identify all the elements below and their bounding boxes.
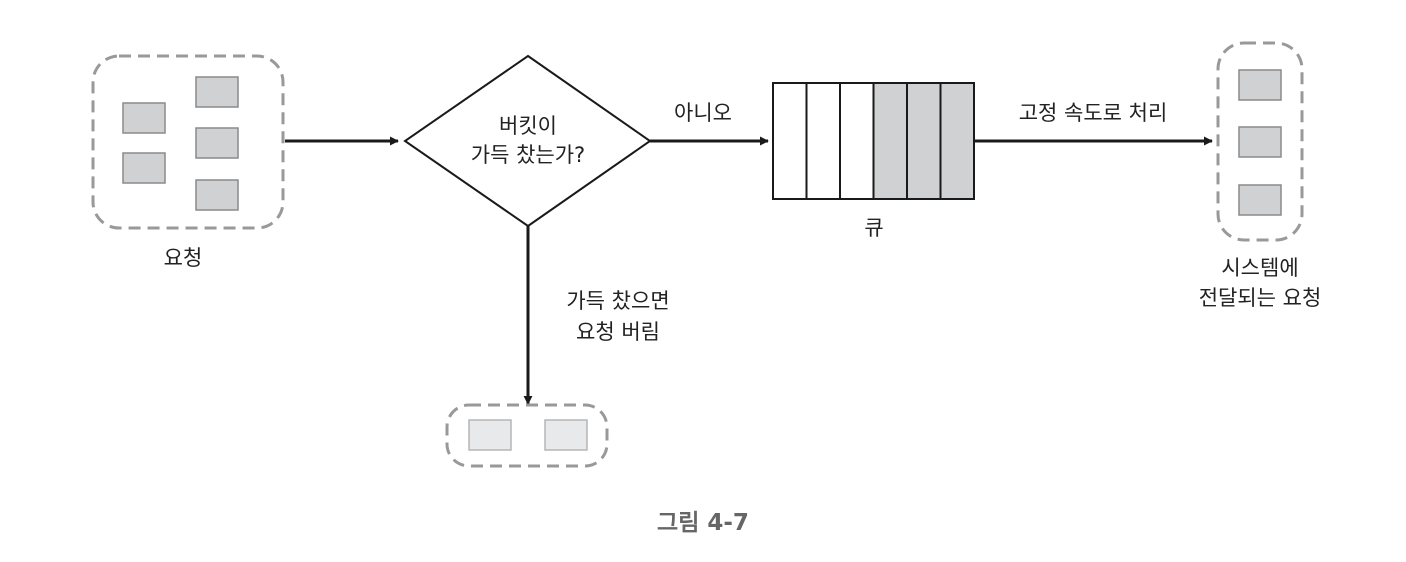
drop-label-line2: 요청 버림 bbox=[576, 320, 660, 344]
queue-slot-filled bbox=[906, 82, 942, 200]
no-branch-label: 아니오 bbox=[674, 101, 732, 125]
dropped-requests-border bbox=[445, 403, 609, 468]
request-block bbox=[122, 152, 166, 184]
queue-slot-filled bbox=[939, 82, 975, 200]
forwarded-request-block bbox=[1238, 126, 1282, 158]
dropped-request-block bbox=[544, 419, 588, 451]
forwarded-label-line1: 시스템에 bbox=[1221, 256, 1298, 280]
request-block bbox=[195, 76, 239, 108]
requests-label: 요청 bbox=[164, 246, 203, 270]
request-block bbox=[195, 127, 239, 159]
forwarded-requests-group bbox=[1216, 41, 1304, 242]
figure-caption: 그림 4-7 bbox=[657, 510, 749, 536]
queue-slot-empty bbox=[805, 82, 841, 200]
decision-label-line2: 가득 찼는가? bbox=[471, 143, 585, 167]
request-block bbox=[122, 102, 166, 134]
queue-slot-filled bbox=[872, 82, 908, 200]
decision-label-line1: 버킷이 bbox=[499, 114, 557, 138]
queue-slot-empty bbox=[839, 82, 875, 200]
queue-slot-empty bbox=[772, 82, 808, 200]
incoming-requests-group bbox=[91, 54, 285, 230]
decision-diamond bbox=[403, 54, 652, 228]
forwarded-label-line2: 전달되는 요청 bbox=[1199, 286, 1322, 310]
dropped-request-block bbox=[468, 419, 512, 451]
forwarded-request-block bbox=[1238, 69, 1282, 101]
queue bbox=[772, 82, 975, 200]
forwarded-request-block bbox=[1238, 184, 1282, 216]
incoming-requests-border bbox=[91, 54, 285, 230]
fixed-rate-label: 고정 속도로 처리 bbox=[1019, 101, 1168, 125]
forwarded-requests-border bbox=[1216, 41, 1304, 242]
request-block bbox=[195, 179, 239, 211]
drop-label-line1: 가득 찼으면 bbox=[566, 289, 669, 313]
dropped-requests-group bbox=[445, 403, 609, 468]
queue-label: 큐 bbox=[864, 216, 883, 240]
